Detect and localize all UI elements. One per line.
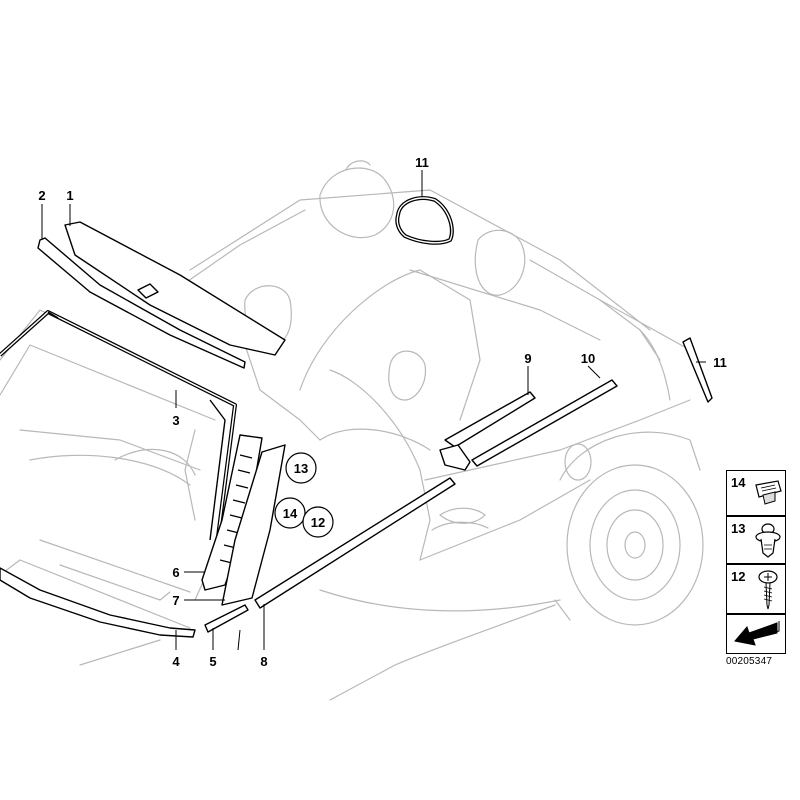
- label-part-7: 7: [172, 593, 179, 608]
- car-outline: [0, 160, 704, 701]
- callout-12-label: 12: [311, 515, 325, 530]
- label-part-11-top: 11: [415, 155, 429, 170]
- direction-arrow-icon: [734, 621, 780, 646]
- part-8-door-strip: [254, 477, 456, 609]
- callout-14: 14: [274, 497, 306, 529]
- part-11-side-seal: [682, 337, 713, 403]
- rivet-clip-icon: [755, 480, 782, 505]
- part-6-a-pillar-trim: [201, 434, 263, 591]
- part-2-trim-strip: [37, 237, 246, 369]
- part-10-body-strip: [471, 379, 618, 467]
- label-part-9: 9: [524, 351, 531, 366]
- part-7-pillar-cover: [221, 444, 286, 606]
- legend-item-14: 14: [726, 470, 786, 516]
- legend-item-13: 13: [726, 516, 786, 564]
- leader-lines: [41, 170, 706, 651]
- diagram-reference-number: 00205347: [726, 656, 773, 667]
- label-part-1: 1: [66, 188, 73, 203]
- label-part-4: 4: [172, 654, 180, 669]
- part-1-windshield-top-trim: [64, 221, 286, 356]
- legend-item-12: 12: [726, 564, 786, 614]
- callout-14-label: 14: [283, 506, 298, 521]
- legend-number: 12: [731, 569, 746, 584]
- label-part-2: 2: [38, 188, 45, 203]
- callout-13-label: 13: [294, 461, 308, 476]
- label-part-10: 10: [581, 351, 595, 366]
- label-part-8: 8: [260, 654, 267, 669]
- part-9-rear-strip: [444, 391, 536, 448]
- part-5-small-trim: [204, 604, 249, 633]
- label-part-6: 6: [172, 565, 179, 580]
- label-part-5: 5: [209, 654, 216, 669]
- expanding-clip-icon: [755, 523, 781, 558]
- label-part-11-side: 11: [713, 355, 727, 370]
- label-part-3: 3: [172, 413, 179, 428]
- callout-13: 13: [285, 452, 317, 484]
- legend-number: 14: [731, 475, 746, 490]
- part-3-windshield-seal: [0, 310, 237, 561]
- screw-icon: [758, 570, 778, 610]
- legend-direction: [726, 614, 786, 654]
- legend-number: 13: [731, 521, 746, 536]
- callout-12: 12: [302, 506, 334, 538]
